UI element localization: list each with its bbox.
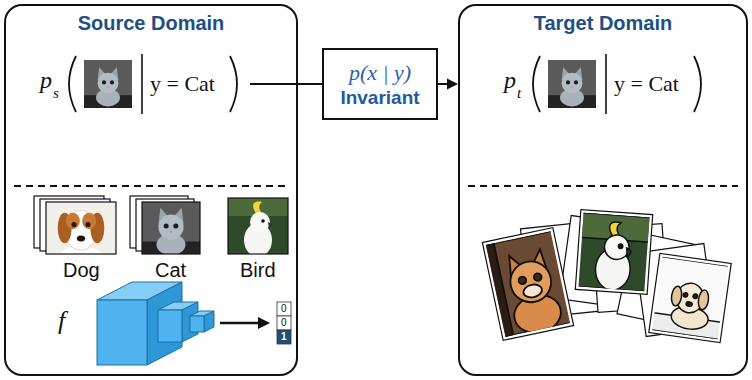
network-cubes — [147, 282, 182, 365]
target-image-pile — [648, 253, 732, 343]
output-vector — [277, 330, 291, 344]
network-cubes — [97, 300, 147, 365]
target-formula-symbols — [533, 54, 701, 114]
source-formula-symbols — [141, 54, 143, 114]
connector-arrow — [438, 79, 458, 90]
connector-arrow — [298, 84, 322, 85]
target-image-pile — [649, 253, 731, 342]
formula-variable: p — [40, 66, 52, 94]
target-formula-symbols — [605, 54, 607, 114]
arrow-head — [447, 79, 458, 90]
target-image-pile — [648, 256, 732, 340]
cat-image-stack — [142, 199, 200, 257]
box-label: Invariant — [340, 86, 419, 109]
formula-subscript: t — [517, 84, 521, 102]
network-cubes — [158, 310, 182, 342]
target-image-pile — [472, 225, 585, 342]
bird-image — [228, 198, 288, 254]
target-formula-symbols — [694, 56, 701, 112]
dog-image-stack — [46, 193, 116, 270]
target-formula-symbols — [548, 60, 596, 108]
output-vector — [277, 302, 291, 344]
output-vector — [277, 316, 291, 330]
target-image-pile — [472, 210, 733, 343]
bird-image — [228, 196, 288, 257]
target-image-pile — [574, 210, 653, 295]
network-cubes — [190, 316, 204, 332]
cat-image-stack — [130, 196, 200, 257]
formula-condition: y = Cat — [614, 70, 679, 98]
formula-condition: y = Cat — [150, 70, 215, 98]
formula-variable: p — [504, 66, 516, 94]
panel-title: Source Domain — [6, 11, 296, 35]
formula-lead-line — [250, 83, 298, 85]
cat-image-stack — [142, 202, 200, 254]
source-formula-symbols — [230, 56, 237, 112]
formula-subscript: s — [53, 84, 59, 102]
function-symbol: f — [58, 306, 65, 336]
network-output-arrow — [220, 322, 260, 325]
bird-image — [228, 196, 288, 257]
target-image-pile — [575, 210, 652, 295]
source-formula-symbols — [84, 60, 132, 108]
panel-title: Target Domain — [460, 11, 746, 35]
network-output-arrow — [258, 317, 270, 329]
output-vector — [277, 302, 291, 316]
source-formula-symbols — [69, 56, 76, 112]
process-box: p(x | y)Invariant — [322, 48, 438, 120]
class-label: Cat — [155, 258, 186, 282]
source-formula-symbols — [69, 54, 237, 114]
target-formula-symbols — [533, 56, 540, 112]
class-label: Dog — [63, 258, 100, 282]
target-image-pile — [574, 213, 653, 293]
network-cubes — [97, 282, 214, 365]
vector-value: 0 — [281, 317, 287, 329]
domain-panel: Target Domain — [458, 4, 748, 376]
vector-value: 0 — [281, 303, 287, 315]
dashed-divider — [468, 185, 738, 187]
dashed-divider — [14, 185, 288, 187]
network-output-arrow — [220, 317, 270, 329]
vector-value: 1 — [281, 331, 287, 343]
dog-image-stack — [46, 202, 116, 254]
formula-text: p(x | y) — [349, 60, 411, 86]
connector-line — [298, 83, 322, 85]
target-image-pile — [472, 228, 584, 343]
domain-panel: Source Domain — [4, 4, 298, 376]
dog-image-stack — [34, 193, 116, 270]
network-cubes — [204, 311, 214, 332]
class-label: Bird — [240, 258, 276, 282]
